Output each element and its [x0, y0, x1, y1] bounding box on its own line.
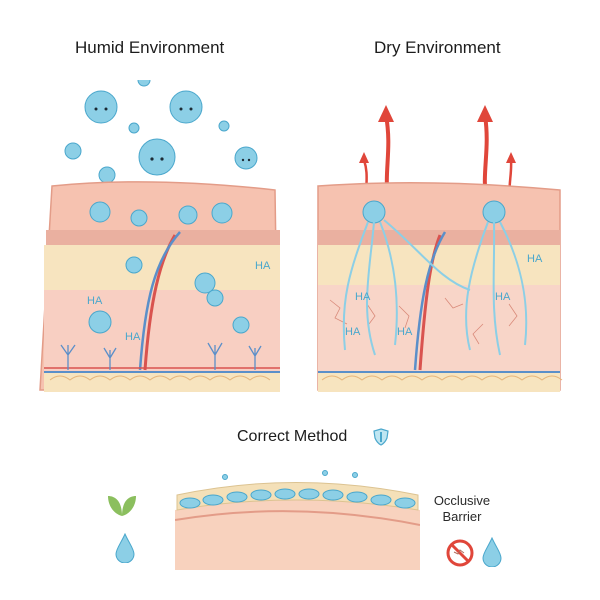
dry-environment-title: Dry Environment: [374, 38, 501, 57]
humid-skin-panel: HA HA HA: [0, 80, 300, 400]
occlusive-barrier-label: Occlusive Barrier: [433, 493, 491, 524]
ha-label: HA: [527, 253, 543, 265]
ha-label: HA: [125, 331, 141, 343]
humid-environment-title: Humid Environment: [75, 38, 225, 57]
ha-label: HA: [345, 326, 361, 338]
ha-label: HA: [87, 295, 103, 307]
correct-method-title: Correct Method: [237, 428, 348, 445]
correct-method-skin: [175, 465, 420, 570]
water-drop-icon: [482, 537, 502, 567]
ha-label: HA: [495, 291, 511, 303]
ha-label: HA: [255, 260, 271, 272]
no-cracks-icon: [445, 538, 475, 568]
water-drop-icon: [115, 533, 135, 563]
ha-label: HA: [355, 291, 371, 303]
ha-label: HA: [397, 326, 413, 338]
leaf-icon: [106, 492, 138, 518]
water-droplets: [64, 80, 258, 200]
dry-skin-panel: HA HA HA HA HA: [300, 80, 600, 400]
shield-icon: [373, 428, 389, 446]
